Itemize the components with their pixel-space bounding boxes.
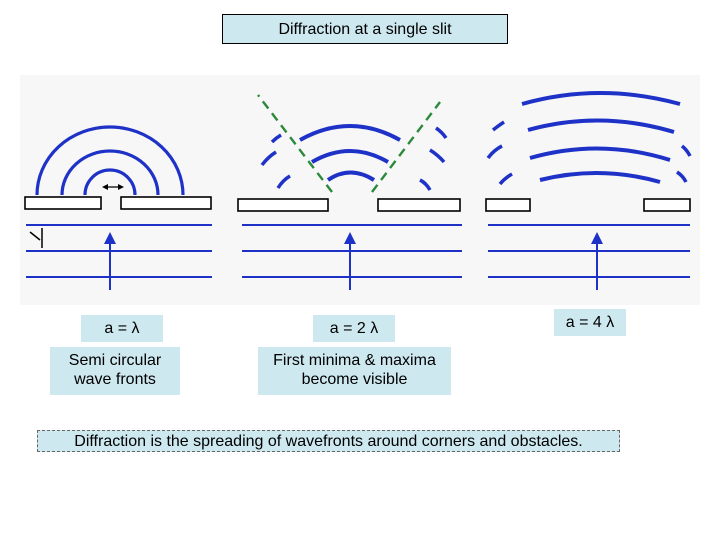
barrier-right: [377, 198, 461, 212]
panel-2-caption: First minima & maxima become visible: [258, 347, 451, 395]
propagation-arrow-head: [591, 232, 603, 244]
first-minimum-line: [371, 101, 441, 193]
central-maximum-wavefront: [529, 146, 671, 162]
secondary-maximum-wavefront: [675, 170, 688, 183]
secondary-maximum-wavefront: [486, 144, 503, 160]
secondary-maximum-wavefront: [260, 150, 277, 167]
barrier-left: [237, 198, 329, 212]
secondary-maximum-wavefront: [276, 174, 291, 189]
central-maximum-wavefront: [326, 170, 376, 182]
panel-3-diagram: [485, 91, 692, 290]
propagation-arrow-head: [344, 232, 356, 244]
slit-width-arrow-head: [118, 184, 124, 190]
wavelength-marker-tick: [29, 231, 41, 241]
secondary-maximum-wavefront: [435, 126, 448, 139]
definition-footnote: Diffraction is the spreading of wavefron…: [37, 430, 620, 452]
secondary-maximum-wavefront: [680, 144, 692, 157]
panel-1-label: a = λ: [81, 315, 163, 342]
central-maximum-wavefront: [299, 124, 401, 142]
diffracted-wavefront: [83, 168, 137, 196]
central-maximum-wavefront: [527, 118, 675, 134]
panel-1-caption: Semi circular wave fronts: [50, 347, 180, 395]
panel-2-diagram: [237, 94, 462, 290]
panel-1-diagram: [24, 125, 212, 290]
barrier-right: [643, 198, 691, 212]
secondary-maximum-wavefront: [429, 148, 446, 164]
barrier-left: [24, 196, 102, 210]
barrier-right: [120, 196, 212, 210]
barrier-left: [485, 198, 531, 212]
slit-width-arrow-head: [102, 184, 108, 190]
page-title: Diffraction at a single slit: [222, 14, 508, 44]
secondary-maximum-wavefront: [419, 178, 432, 191]
propagation-arrow-head: [104, 232, 116, 244]
secondary-maximum-wavefront: [498, 172, 513, 186]
diffracted-wavefront: [35, 125, 185, 196]
panel-3-label: a = 4 λ: [554, 309, 626, 336]
central-maximum-wavefront: [310, 149, 390, 164]
secondary-maximum-wavefront: [491, 120, 505, 132]
central-maximum-wavefront: [521, 91, 681, 106]
panel-2-label: a = 2 λ: [313, 315, 395, 342]
first-minimum-line: [257, 94, 333, 193]
secondary-maximum-wavefront: [270, 133, 282, 144]
central-maximum-wavefront: [539, 171, 661, 184]
diffracted-wavefront: [60, 149, 160, 196]
